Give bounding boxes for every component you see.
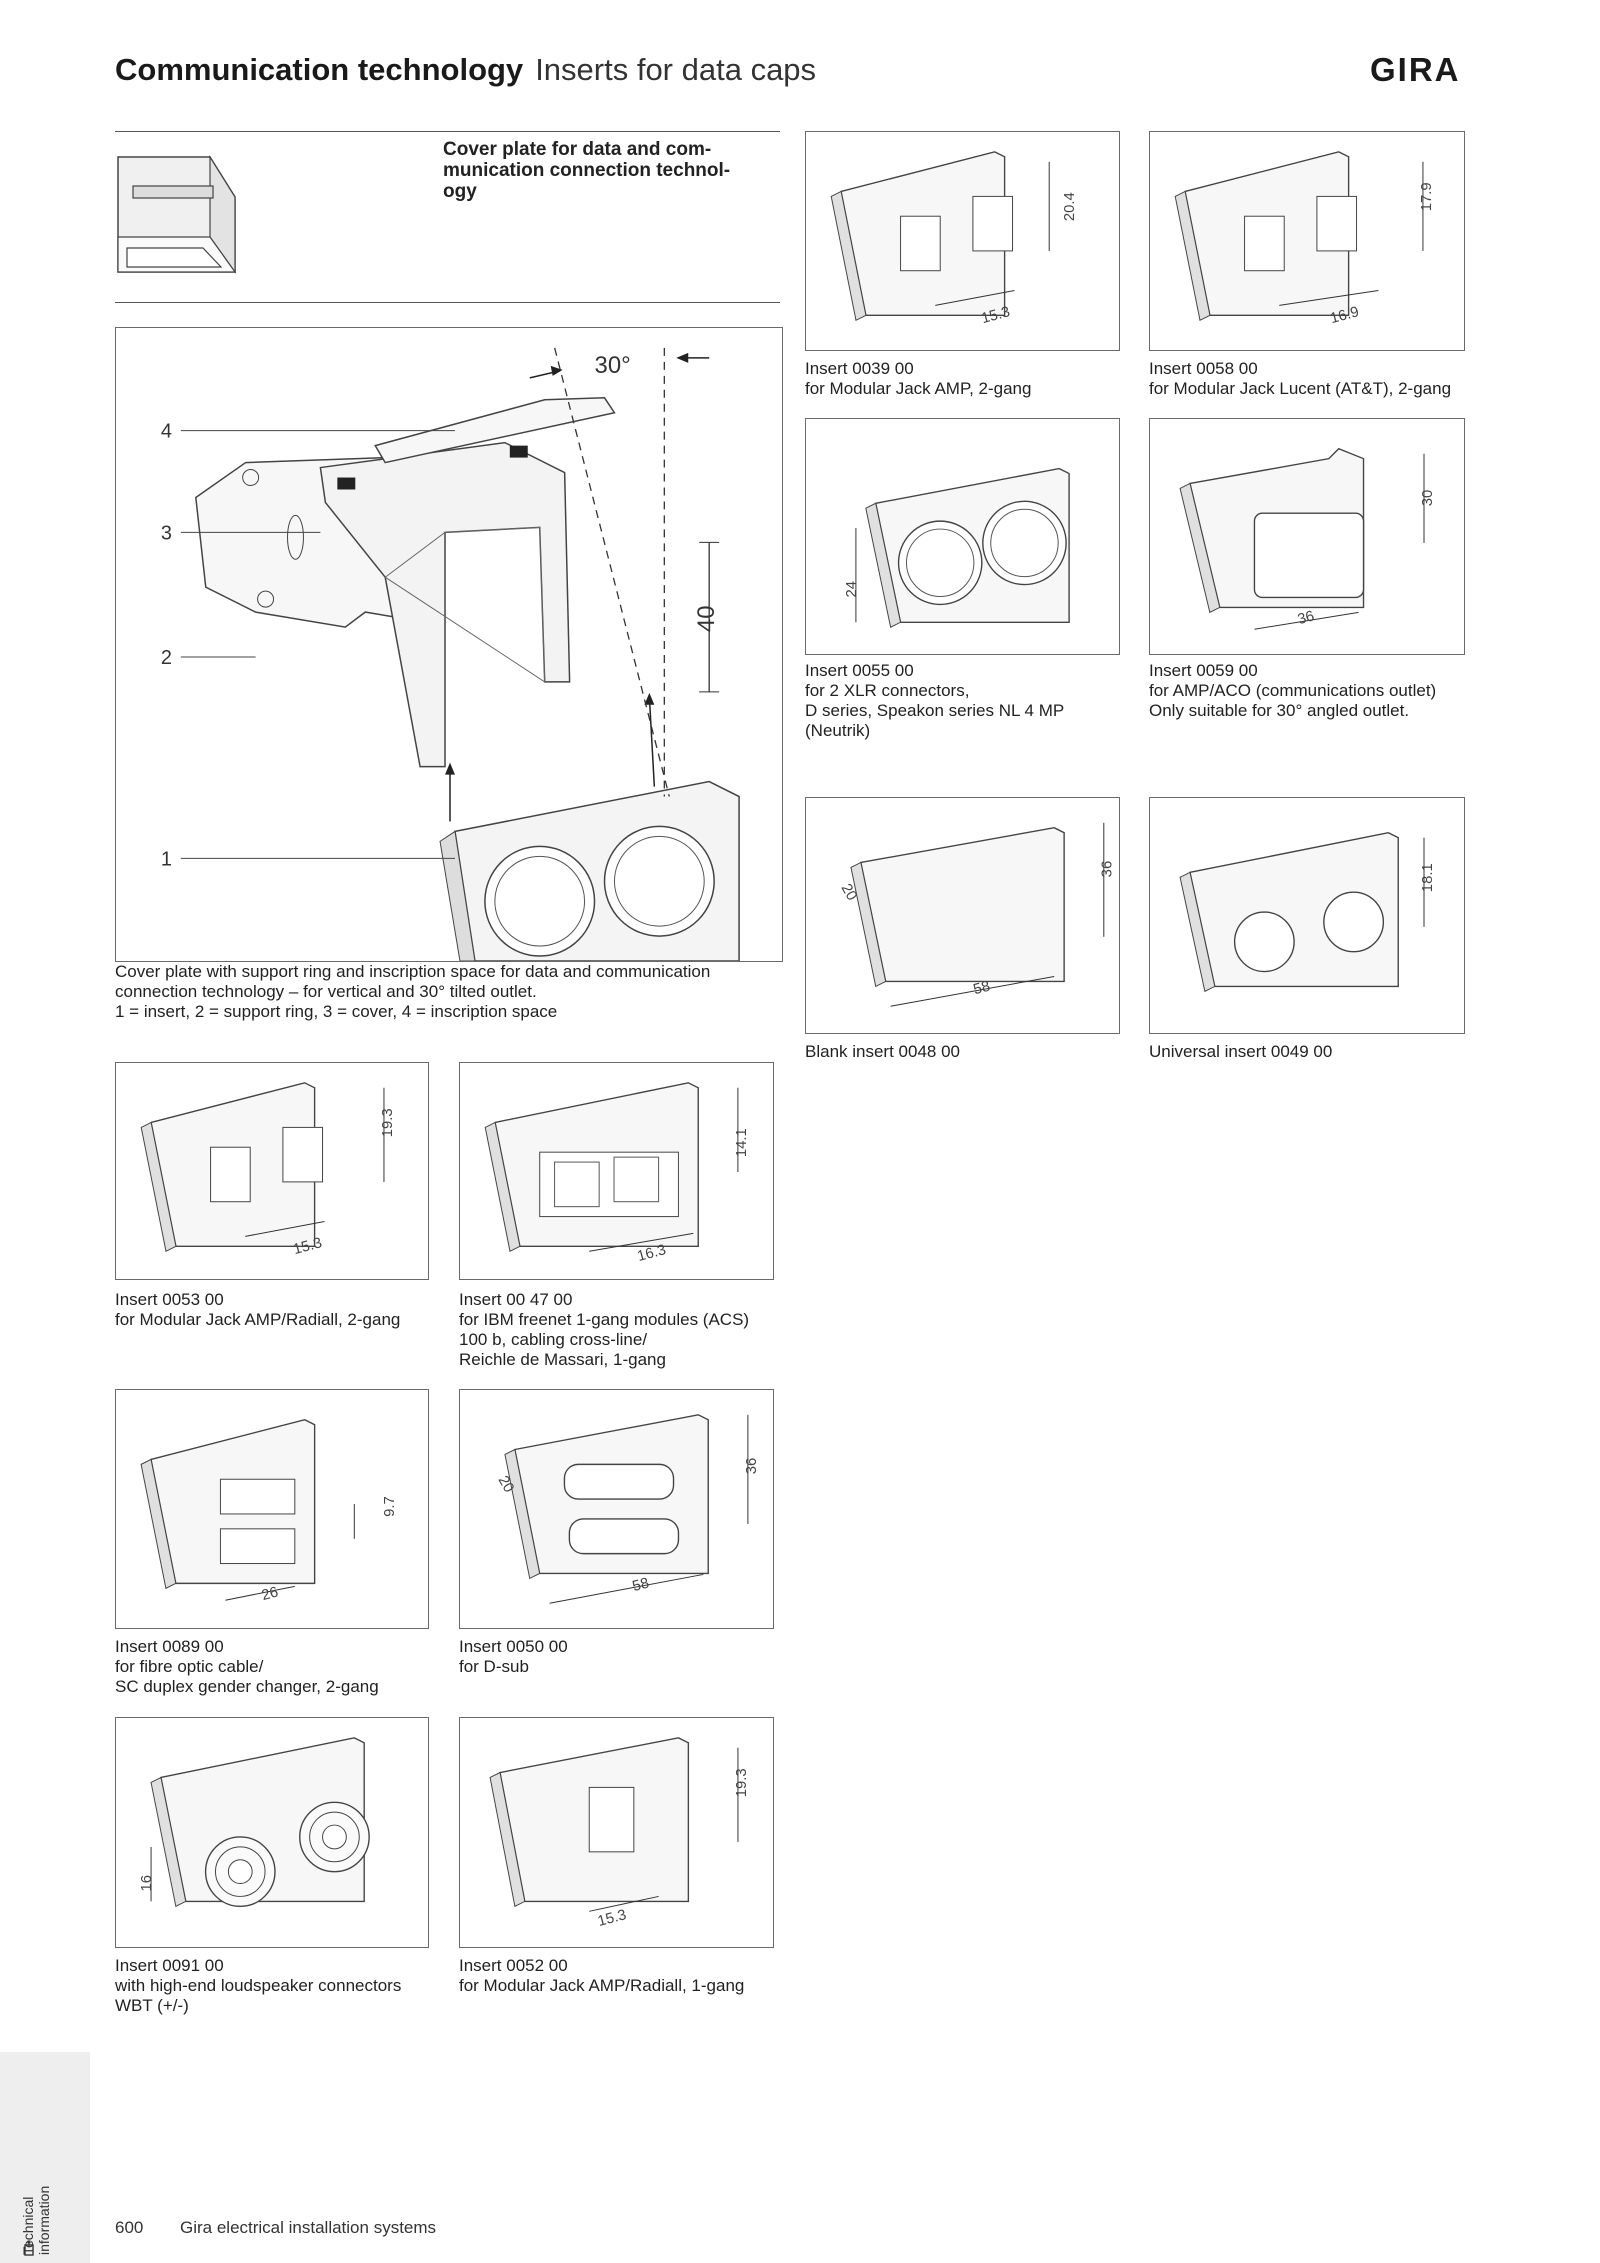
divider-top [115,131,780,132]
dim-0053-width: 15.3 [292,1235,324,1258]
insert-0089-figure: 9.7 26 [115,1389,429,1629]
insert-0048-figure: 36 20 58 [805,797,1120,1034]
insert-0049-figure: 18.1 [1149,797,1465,1034]
insert-0053-caption: Insert 0053 00 for Modular Jack AMP/Radi… [115,1290,401,1329]
insert-0052-caption: Insert 0052 00 for Modular Jack AMP/Radi… [459,1956,745,1995]
dim-0048-depth: 20 [838,881,860,903]
dim-0050-depth: 20 [495,1473,517,1495]
insert-0050-caption: Insert 0050 00 for D-sub [459,1637,568,1676]
insert-0091-figure: 16 [115,1717,429,1948]
insert-0058-figure: 17.9 16.9 [1149,131,1465,351]
insert-0058-caption: Insert 0058 00 for Modular Jack Lucent (… [1149,359,1452,398]
dim-0058-height: 17.9 [1419,182,1435,211]
main-figure-caption: Cover plate with support ring and inscri… [115,962,711,1021]
dim-0039-width: 15.3 [980,304,1012,327]
page-title: Communication technology Inserts for data… [115,50,816,90]
insert-0039-caption: Insert 0039 00 for Modular Jack AMP, 2-g… [805,359,1032,398]
insert-0053-figure: 19.3 15.3 [115,1062,429,1280]
insert-0048-caption: Blank insert 0048 00 [805,1042,960,1061]
dim-0047-height: 14.1 [734,1128,750,1157]
insert-0055-caption: Insert 0055 00 for 2 XLR connectors, D s… [805,661,1065,740]
insert-0059-caption: Insert 0059 00 for AMP/ACO (communicatio… [1149,661,1437,720]
dim-0059-width: 36 [1296,608,1316,628]
callout-1: 1 [161,848,172,870]
insert-0050-figure: 36 20 58 [459,1389,774,1629]
insert-0089-caption: Insert 0089 00 for fibre optic cable/ SC… [115,1637,379,1696]
callout-3: 3 [161,522,172,544]
callout-4: 4 [161,421,172,443]
exploded-view-drawing: 30° 40 4 3 2 1 [161,347,740,961]
dim-0059-height: 30 [1420,490,1436,507]
insert-0052-figure: 19.3 15.3 [459,1717,774,1948]
insert-0049-caption: Universal insert 0049 00 [1149,1042,1333,1061]
title-sub: Inserts for data caps [535,52,817,87]
height-label: 40 [693,605,720,632]
title-main: Communication technology [115,52,524,87]
angle-label: 30° [595,352,631,379]
insert-0047-figure: 14.1 16.3 [459,1062,774,1280]
dim-0050-height: 36 [744,1458,760,1475]
main-figure-frame: 30° 40 4 3 2 1 [115,327,783,962]
sidebar-tab [0,2052,90,2263]
dim-0091-height: 16 [139,1875,155,1892]
brand-logo: GIRA [1370,51,1461,88]
dim-0049-height: 18.1 [1420,863,1436,892]
footer-text: Gira electrical installation systems [180,2218,437,2237]
insert-0047-caption: Insert 00 47 00 for IBM freenet 1-gang m… [459,1290,750,1369]
intro-thumbnail [115,152,238,278]
insert-0091-caption: Insert 0091 00 with high-end loudspeaker… [115,1956,402,2015]
dim-0048-width: 58 [972,978,992,998]
callout-2: 2 [161,647,172,669]
insert-0039-figure: 20.4 15.3 [805,131,1120,351]
dim-0058-width: 16.9 [1329,304,1361,327]
insert-0055-figure: 24 [805,418,1120,655]
info-icon [24,2240,34,2256]
dim-0089-height: 9.7 [382,1496,398,1517]
dim-0055-height: 24 [844,581,860,598]
intro-heading: Cover plate for data and com- munication… [443,139,731,202]
dim-0052-width: 15.3 [596,1907,628,1930]
dim-0050-width: 58 [631,1575,651,1595]
dim-0089-width: 26 [260,1584,280,1604]
page-number: 600 [115,2218,144,2237]
dim-0047-width: 16.3 [636,1242,668,1265]
insert-0059-figure: 30 36 [1149,418,1465,655]
divider-intro [115,302,780,303]
dim-0053-height: 19.3 [380,1108,396,1137]
dim-0039-height: 20.4 [1062,192,1078,221]
dim-0052-height: 19.3 [734,1768,750,1797]
dim-0048-height: 36 [1100,861,1116,878]
